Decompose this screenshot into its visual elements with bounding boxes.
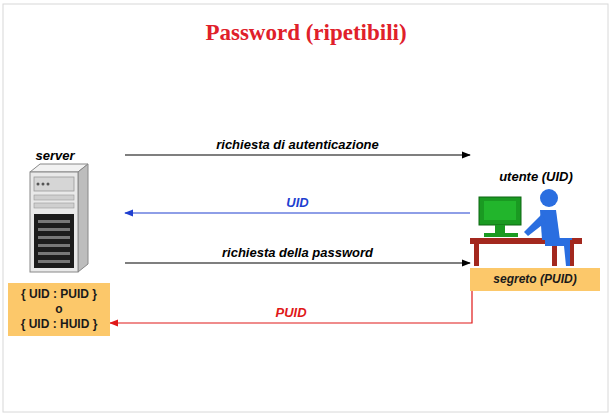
box-text: { UID : PUID } (12, 287, 106, 302)
actor-group: server (15, 145, 125, 275)
user-icon (470, 189, 582, 266)
actor-group: utente (UID) (470, 150, 602, 266)
message-label: richiesta di autenticazione (214, 137, 381, 152)
actor-label: utente (UID) (470, 169, 602, 184)
actor-label: server (15, 148, 95, 163)
message-label: UID (284, 195, 310, 210)
box-text: o (12, 302, 106, 317)
server-icon (30, 164, 88, 272)
message-label: richiesta della password (220, 245, 375, 260)
slide-title: Password (ripetibili) (0, 20, 612, 46)
message-arrow (125, 212, 470, 213)
store-box: segreto (PUID) (470, 268, 600, 291)
box-text: { UID : HUID } (12, 317, 106, 332)
message-arrow (125, 154, 470, 155)
store-box: { UID : PUID }o{ UID : HUID } (8, 283, 110, 336)
box-text: segreto (PUID) (474, 272, 596, 287)
message-arrow (110, 291, 472, 323)
slide-frame (3, 4, 608, 412)
message-arrow (125, 262, 470, 263)
message-label: PUID (273, 305, 308, 320)
